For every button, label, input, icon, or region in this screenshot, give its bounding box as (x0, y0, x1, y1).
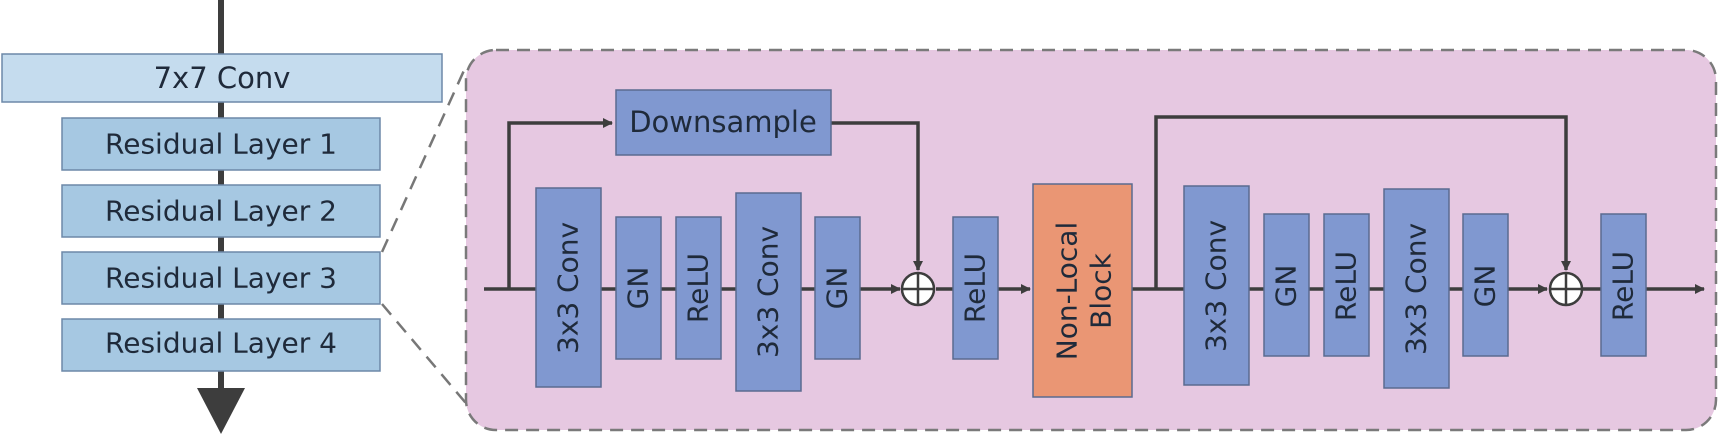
non-local-block (1032, 183, 1133, 398)
relu-block-2 (952, 216, 999, 360)
conv-3x3-block-4 (1383, 188, 1450, 389)
non-local-label-line1: Non-Local (1051, 222, 1084, 361)
conv-3x3-label-4: 3x3 Conv (1400, 223, 1433, 355)
stem-conv-label: 7x7 Conv (154, 61, 291, 95)
non-local-label-line2: Block (1085, 252, 1118, 329)
conv-3x3-label-2: 3x3 Conv (752, 226, 785, 358)
relu-label-4: ReLU (1607, 251, 1640, 321)
residual-layer-3-label: Residual Layer 3 (105, 262, 337, 295)
gn-label-4: GN (1469, 265, 1502, 308)
residual-layer-1-label: Residual Layer 1 (105, 128, 337, 161)
residual-layer-4 (61, 318, 381, 372)
relu-label-2: ReLU (959, 253, 992, 323)
residual-layer-2-label: Residual Layer 2 (105, 195, 337, 228)
conv-3x3-block-3 (1183, 185, 1250, 386)
gn-block-4 (1462, 213, 1509, 357)
downsample-return-path (831, 121, 923, 271)
stem-conv-block (1, 53, 443, 103)
residual-block-detail: Downsample 3x3 Conv GN ReLU 3x3 Conv GN … (464, 48, 1718, 432)
residual-layer-4-label: Residual Layer 4 (105, 327, 337, 360)
backbone: 7x7 Conv Residual Layer 1 Residual Layer… (1, 0, 443, 434)
downsample-block (615, 89, 832, 156)
relu-label-3: ReLU (1330, 251, 1363, 321)
gn-label-3: GN (1270, 265, 1303, 308)
gn-block-1 (615, 216, 662, 360)
gn-block-3 (1263, 213, 1310, 357)
gn-label-2: GN (821, 267, 854, 310)
relu-block-1 (675, 216, 722, 360)
backbone-output-arrow (197, 388, 245, 434)
gn-label-1: GN (622, 267, 655, 310)
residual-layer-2 (61, 184, 381, 238)
residual-layer-3 (61, 251, 381, 305)
add-node-1 (900, 271, 936, 307)
relu-block-3 (1323, 213, 1370, 357)
zoom-connector-top (380, 65, 468, 253)
downsample-skip-path (507, 118, 613, 289)
conv-3x3-label-3: 3x3 Conv (1200, 220, 1233, 352)
add-node-2 (1548, 271, 1584, 307)
identity-skip-path (1154, 115, 1571, 289)
zoom-connector-bottom (381, 303, 471, 409)
residual-layer-1 (61, 117, 381, 171)
relu-block-4 (1600, 213, 1647, 357)
relu-label-1: ReLU (682, 253, 715, 323)
downsample-label: Downsample (629, 105, 817, 139)
gn-block-2 (814, 216, 861, 360)
conv-3x3-block-1 (535, 187, 602, 388)
conv-3x3-label-1: 3x3 Conv (552, 222, 585, 354)
conv-3x3-block-2 (735, 192, 802, 392)
